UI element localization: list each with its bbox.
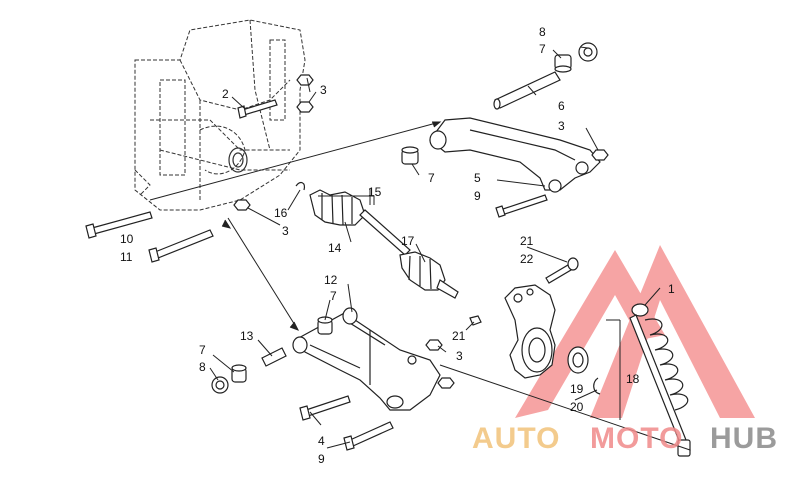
callout-2: 2 [222, 87, 229, 101]
callout-20: 20 [570, 400, 584, 414]
callout-3c: 3 [282, 224, 289, 238]
callout-16: 16 [274, 206, 288, 220]
knuckle-fasteners [469, 257, 601, 395]
callout-3b: 3 [558, 119, 565, 133]
lower-fasteners [299, 339, 455, 451]
callout-14: 14 [328, 241, 342, 255]
chassis-frame [134, 19, 306, 211]
callout-9b: 9 [318, 452, 325, 466]
callout-22: 22 [520, 252, 534, 266]
upper-arm-shaft [493, 71, 561, 110]
callout-10: 10 [120, 232, 134, 246]
frame-fasteners [85, 74, 314, 263]
nut-upper-right [591, 149, 609, 161]
callout-8a: 8 [539, 25, 546, 39]
callout-12: 12 [324, 273, 338, 287]
callout-19: 19 [570, 382, 584, 396]
callout-21b: 21 [452, 329, 466, 343]
callout-3a: 3 [320, 83, 327, 97]
callout-18: 18 [626, 372, 640, 386]
callout-labels: 1 2 3 3 3 3 4 5 6 7 7 7 7 8 8 9 9 10 11 … [120, 25, 675, 466]
chassis-bearing [228, 147, 248, 173]
knuckle [504, 284, 556, 379]
callout-1: 1 [668, 282, 675, 296]
callout-13: 13 [240, 329, 254, 343]
callout-7d: 7 [199, 343, 206, 357]
callout-9a: 9 [474, 189, 481, 203]
watermark-moto: MOTO [590, 422, 683, 455]
upper-a-arm [429, 117, 601, 193]
watermark-text: AUTO MOTO HUB [472, 422, 778, 455]
callout-7b: 7 [428, 171, 435, 185]
bolt-upper [495, 194, 548, 218]
callout-6: 6 [558, 99, 565, 113]
watermark-hub: HUB [710, 422, 778, 455]
callout-21a: 21 [520, 234, 534, 248]
lower-bushings [211, 316, 333, 394]
callout-7a: 7 [539, 42, 546, 56]
watermark-logo [515, 245, 755, 418]
callout-3d: 3 [456, 349, 463, 363]
lower-a-arm [292, 307, 441, 411]
callout-5: 5 [474, 171, 481, 185]
callout-7c: 7 [330, 289, 337, 303]
callout-15: 15 [368, 185, 382, 199]
cv-axle [309, 189, 459, 299]
callout-17: 17 [401, 234, 415, 248]
callout-4: 4 [318, 434, 325, 448]
watermark-auto: AUTO [472, 422, 560, 455]
callout-11: 11 [120, 250, 133, 264]
callout-8b: 8 [199, 360, 206, 374]
leader-lines [149, 46, 691, 451]
